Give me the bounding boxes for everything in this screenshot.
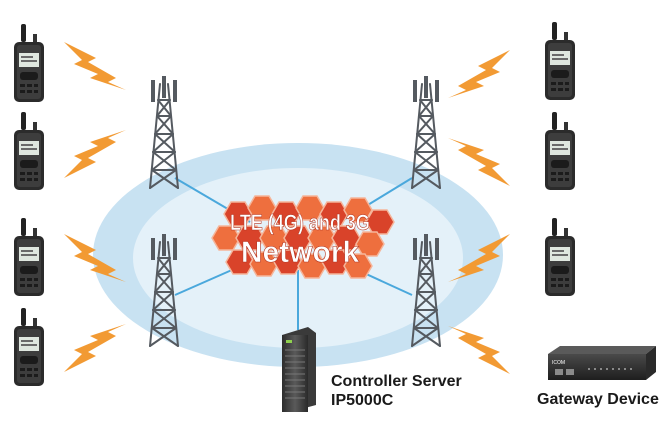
server-icon bbox=[282, 327, 316, 412]
handheld-radio-icon bbox=[14, 112, 44, 190]
server-model: IP5000C bbox=[331, 392, 394, 409]
lightning-bolt-icon bbox=[448, 138, 510, 186]
handheld-radio-icon bbox=[545, 218, 575, 296]
handheld-radio-icon bbox=[545, 112, 575, 190]
lightning-bolt-icon bbox=[64, 42, 126, 90]
network-title-line1: LTE (4G) and 3G bbox=[230, 211, 370, 235]
gateway-brand: ICOM bbox=[552, 360, 565, 366]
lightning-bolt-icon bbox=[64, 130, 126, 178]
server-name: Controller Server bbox=[331, 373, 462, 390]
handheld-radio-icon bbox=[14, 308, 44, 386]
gateway-label: Gateway Device bbox=[537, 391, 659, 408]
lightning-bolt-icon bbox=[64, 324, 126, 372]
lightning-bolt-icon bbox=[448, 50, 510, 98]
handheld-radio-icon bbox=[545, 22, 575, 100]
network-title-line2: Network bbox=[241, 236, 360, 269]
handheld-radio-icon bbox=[14, 218, 44, 296]
server-label: Controller Server IP5000C bbox=[331, 372, 462, 410]
lightning-bolt-icon bbox=[448, 326, 510, 374]
gateway-device-icon: ICOM bbox=[548, 346, 656, 380]
handheld-radio-icon bbox=[14, 24, 44, 102]
